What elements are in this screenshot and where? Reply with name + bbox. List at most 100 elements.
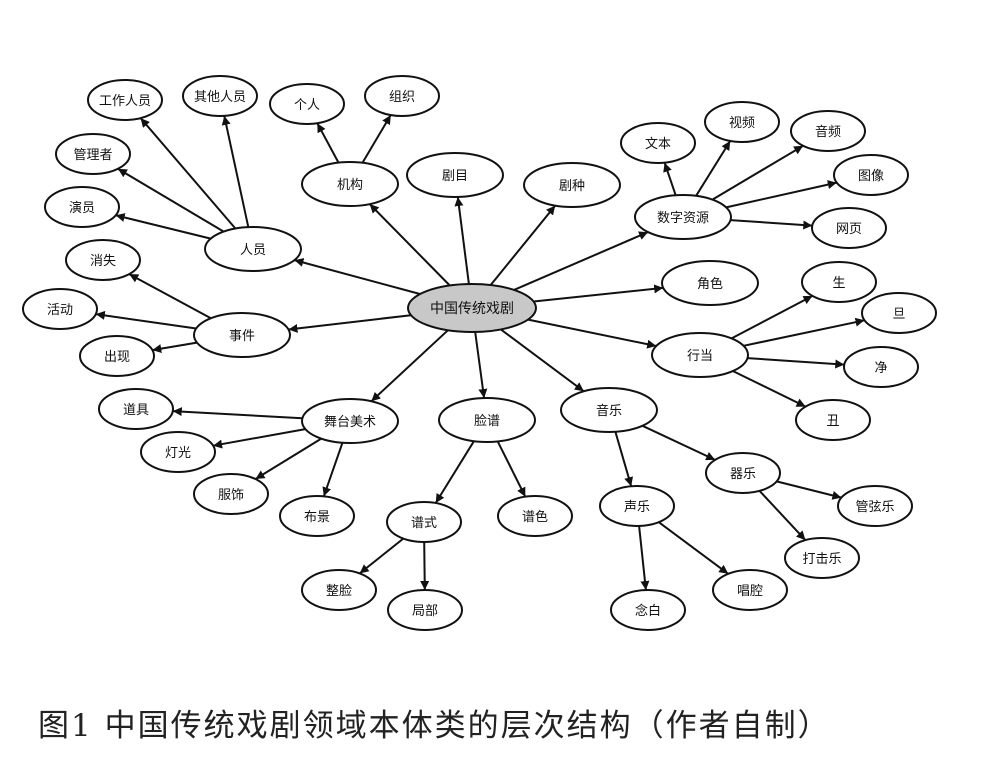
node-dengguang: 灯光 (140, 431, 216, 473)
node-guanxian: 管弦乐 (837, 485, 913, 527)
edge-lianpu-puse (496, 440, 527, 498)
edge-root-jumu (454, 196, 470, 285)
edge-renyuan-guanlizhe (117, 167, 225, 233)
node-zuzhi-label: 组织 (389, 90, 415, 105)
node-jing-label: 净 (874, 361, 887, 376)
node-yinyue: 音乐 (560, 387, 658, 433)
node-geren: 个人 (269, 83, 345, 125)
edge-qiyue-daji (758, 490, 807, 541)
node-huodong-shape (22, 288, 98, 330)
node-geren-label: 个人 (294, 98, 320, 113)
node-wutai-shape (301, 398, 399, 444)
node-xiaoshi: 消失 (65, 239, 141, 281)
edge-jigou-geren (316, 122, 340, 164)
node-wenben-shape (620, 122, 696, 164)
node-gongzuorenyuan-shape (87, 79, 163, 121)
node-pushi-shape (386, 501, 462, 543)
node-nianbai: 念白 (610, 589, 686, 631)
edge-root-shuzi (513, 231, 649, 291)
ontology-diagram: 中国传统戏剧人员工作人员其他人员管理者演员机构个人组织剧目剧种数字资源文本视频音… (22, 75, 937, 631)
node-shijian: 事件 (193, 312, 291, 358)
node-wutai: 舞台美术 (301, 398, 399, 444)
node-dan-shape (861, 292, 937, 334)
edge-shuzi-wangye (730, 219, 813, 230)
node-zuzhi: 组织 (364, 75, 440, 117)
node-gongzuorenyuan: 工作人员 (87, 79, 163, 121)
node-yinyue-shape (560, 387, 658, 433)
edge-hangdang-chou (732, 370, 807, 408)
node-shuzi-shape (634, 194, 732, 240)
node-yanyuan-shape (44, 186, 120, 228)
node-chou: 丑 (795, 399, 871, 441)
edge-yinyue-shengyue (614, 431, 634, 487)
node-wangye: 网页 (811, 207, 887, 249)
edge-root-lianpu (474, 331, 488, 399)
node-jigou-label: 机构 (337, 178, 363, 193)
node-pushi: 谱式 (386, 501, 462, 543)
node-jumu: 剧目 (406, 152, 504, 198)
edge-pushi-jubu (420, 541, 430, 591)
node-yinpin: 音频 (790, 110, 866, 152)
node-geren-shape (269, 83, 345, 125)
edge-root-wutai (370, 329, 449, 403)
node-bujing-shape (279, 495, 355, 537)
node-yanyuan-label: 演员 (69, 200, 95, 216)
edge-wutai-daoju (172, 407, 303, 420)
node-root-label: 中国传统戏剧 (430, 301, 514, 317)
node-puse-shape (497, 495, 573, 537)
node-dengguang-shape (140, 431, 216, 473)
node-tuxiang-shape (833, 154, 909, 196)
node-shuzi-label: 数字资源 (657, 211, 709, 226)
node-daji-shape (784, 537, 860, 579)
node-root: 中国传统戏剧 (407, 283, 537, 333)
node-bujing-label: 布景 (304, 510, 330, 525)
node-juzhong-shape (523, 162, 621, 208)
node-jumu-shape (406, 152, 504, 198)
node-xiaoshi-shape (65, 239, 141, 281)
node-dan-label: 旦 (892, 307, 905, 322)
node-jing: 净 (843, 346, 919, 388)
node-renyuan-shape (204, 226, 302, 272)
node-bujing: 布景 (279, 495, 355, 537)
node-lianpu: 脸谱 (438, 397, 536, 443)
node-shijian-label: 事件 (229, 329, 255, 344)
node-juese-label: 角色 (697, 276, 723, 292)
node-guanlizhe-shape (55, 133, 131, 175)
node-hangdang-shape (651, 332, 749, 378)
edge-root-yinyue (500, 328, 585, 393)
node-shipin: 视频 (704, 101, 780, 143)
edge-jigou-zuzhi (361, 114, 392, 164)
edge-yinyue-qiyue (642, 424, 716, 461)
node-qiyue-shape (705, 452, 781, 494)
node-yinpin-label: 音频 (815, 124, 841, 140)
node-sheng-label: 生 (832, 276, 845, 291)
edge-renyuan-gongzuorenyuan (139, 117, 237, 230)
node-zhenglian: 整脸 (301, 569, 377, 611)
node-qitarenyuan-shape (182, 75, 258, 117)
edge-shijian-chuxian (152, 341, 198, 354)
node-wangye-shape (811, 207, 887, 249)
edge-wutai-bujing (322, 442, 344, 497)
node-shengyue-shape (599, 485, 675, 527)
node-hangdang: 行当 (651, 332, 749, 378)
node-wutai-label: 舞台美术 (324, 415, 376, 430)
node-chuxian-shape (79, 335, 155, 377)
node-shuzi: 数字资源 (634, 194, 732, 240)
node-guanxian-shape (837, 485, 913, 527)
edge-root-renyuan (294, 258, 421, 295)
node-chou-shape (795, 399, 871, 441)
node-daoju-label: 道具 (123, 403, 149, 418)
node-wenben: 文本 (620, 122, 696, 164)
node-qiyue: 器乐 (705, 452, 781, 494)
node-renyuan: 人员 (204, 226, 302, 272)
node-lianpu-label: 脸谱 (474, 414, 500, 429)
node-sheng: 生 (801, 261, 877, 303)
edge-renyuan-yanyuan (115, 213, 211, 240)
node-shijian-shape (193, 312, 291, 358)
node-jubu-shape (387, 589, 463, 631)
node-wenben-label: 文本 (645, 137, 671, 152)
node-fushi-shape (193, 473, 269, 515)
edge-qiyue-guanxian (776, 480, 842, 500)
node-jumu-label: 剧目 (442, 169, 468, 184)
node-jigou: 机构 (301, 161, 399, 207)
